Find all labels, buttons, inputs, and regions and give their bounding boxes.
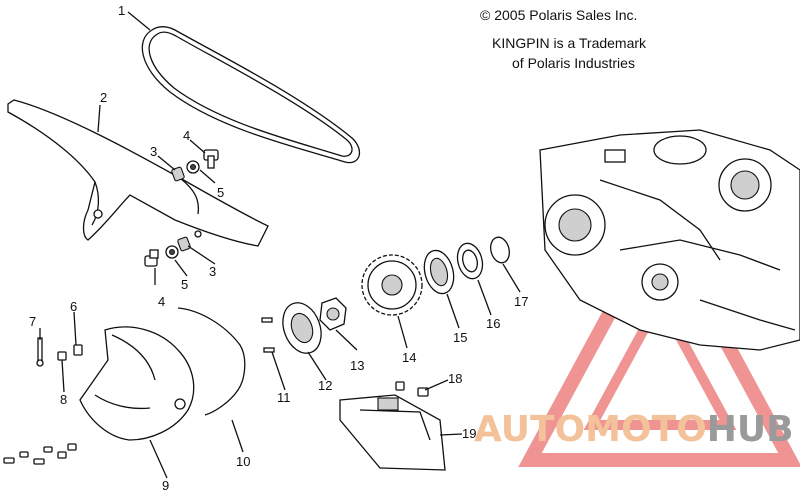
label-12: 12 bbox=[318, 378, 332, 393]
flange-plate bbox=[261, 302, 322, 354]
engine-assembly bbox=[539, 129, 800, 351]
label-9: 9 bbox=[162, 478, 169, 491]
label-5b: 5 bbox=[181, 277, 188, 292]
bolt-set-upper bbox=[171, 149, 219, 182]
small-fasteners bbox=[36, 337, 83, 367]
label-3a: 3 bbox=[150, 144, 157, 159]
label-4b: 4 bbox=[158, 294, 165, 309]
label-7: 7 bbox=[29, 314, 36, 329]
label-19: 19 bbox=[462, 426, 476, 441]
label-2: 2 bbox=[100, 90, 107, 105]
label-6: 6 bbox=[70, 299, 77, 314]
label-3b: 3 bbox=[209, 264, 216, 279]
label-13: 13 bbox=[350, 358, 364, 373]
part-labels: 1 2 3 4 5 3 5 4 6 7 8 9 10 11 12 13 14 1… bbox=[29, 3, 528, 491]
drive-belt bbox=[141, 25, 361, 164]
lower-guard bbox=[79, 326, 195, 441]
hardware-bits bbox=[3, 443, 77, 465]
label-10: 10 bbox=[236, 454, 250, 469]
label-15: 15 bbox=[453, 330, 467, 345]
watermark-text: AUTOMOTOHUB bbox=[474, 409, 794, 450]
label-4a: 4 bbox=[183, 128, 190, 143]
copyright-line-3: of Polaris Industries bbox=[512, 55, 635, 71]
hex-nut bbox=[319, 297, 347, 331]
label-18: 18 bbox=[448, 371, 462, 386]
sprocket bbox=[361, 254, 423, 316]
copyright-line-2: KINGPIN is a Trademark bbox=[492, 35, 647, 51]
label-11: 11 bbox=[277, 390, 291, 405]
label-17: 17 bbox=[514, 294, 528, 309]
bracket-guard bbox=[339, 381, 446, 471]
label-1: 1 bbox=[118, 3, 125, 18]
seal-rings bbox=[423, 236, 510, 295]
chain-guard bbox=[7, 99, 269, 247]
label-5a: 5 bbox=[217, 185, 224, 200]
label-14: 14 bbox=[402, 350, 416, 365]
label-8: 8 bbox=[60, 392, 67, 407]
bolt-set-lower bbox=[144, 236, 191, 267]
copyright-block: © 2005 Polaris Sales Inc. KINGPIN is a T… bbox=[480, 7, 647, 71]
leader-lines bbox=[39, 11, 521, 479]
label-16: 16 bbox=[486, 316, 500, 331]
copyright-line-1: © 2005 Polaris Sales Inc. bbox=[480, 7, 637, 23]
watermark-auto: AUTOMOTOHUB bbox=[474, 409, 794, 450]
gasket-strip bbox=[177, 307, 246, 416]
